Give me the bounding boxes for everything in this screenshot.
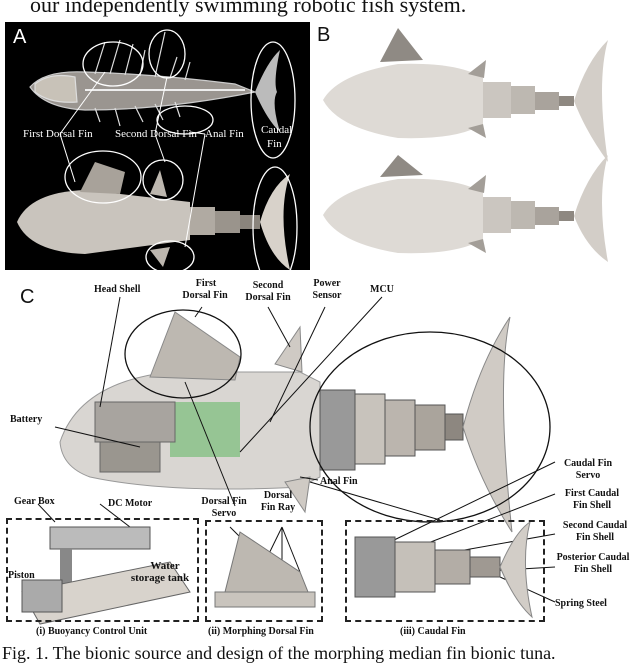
tuna-cutaway: [59, 311, 513, 533]
subcaption-dorsal: (ii) Morphing Dorsal Fin: [208, 626, 314, 637]
label-first-dorsal-fin: First Dorsal Fin: [23, 128, 93, 140]
caudal-fin-drawing: [354, 520, 533, 619]
label-dc-motor: DC Motor: [108, 498, 153, 509]
label-dorsal-fin-servo-1: Dorsal Fin: [201, 496, 247, 507]
fish-skeleton: [29, 31, 258, 127]
label-first: First: [195, 278, 217, 289]
label-second: Second: [252, 280, 284, 291]
label-piston: Piston: [8, 570, 35, 581]
label-sensor: Sensor: [312, 290, 342, 301]
label-caudal-fin-servo-2: Servo: [575, 470, 601, 481]
label-storage-tank: storage tank: [130, 572, 190, 584]
label-posterior-caudal-1: Posterior Caudal: [556, 552, 630, 563]
subpanel-buoyancy-box: [6, 518, 199, 622]
label-mcu: MCU: [370, 284, 394, 295]
label-head-shell: Head Shell: [94, 284, 141, 295]
caudal-fin-skeleton: [255, 50, 280, 132]
panel-b-letter: B: [317, 24, 331, 46]
label-water: Water: [150, 560, 180, 572]
label-dorsal-fin-ray-1: Dorsal: [263, 490, 293, 501]
panel-c-letter: C: [20, 286, 35, 308]
subcaption-caudal: (iii) Caudal Fin: [400, 626, 466, 637]
fish-model: [17, 162, 290, 270]
label-second-caudal-1: Second Caudal: [562, 520, 628, 531]
label-anal-fin: Anal Fin: [205, 128, 244, 140]
panel-a-illustration: [17, 29, 298, 270]
label-second-dorsal-fin: Dorsal Fin: [245, 292, 291, 303]
panel-c-illustration: [21, 296, 556, 625]
label-spring-steel: Spring Steel: [555, 598, 607, 609]
label-second-dorsal-fin: Second Dorsal Fin: [115, 128, 197, 140]
fish-render-top: [323, 28, 608, 162]
label-anal-fin: Anal Fin: [320, 476, 358, 487]
subpanel-caudal-box: [345, 520, 545, 622]
buoyancy-unit-drawing: [21, 526, 191, 625]
label-battery: Battery: [10, 414, 43, 425]
label-first-caudal-2: Fin Shell: [572, 500, 612, 511]
label-caudal: Caudal: [261, 124, 293, 136]
label-second-caudal-2: Fin Shell: [575, 532, 615, 543]
panel-a: A: [5, 22, 310, 270]
fish-render-bottom: [323, 155, 608, 262]
label-dorsal-fin-ray-2: Fin Ray: [260, 502, 296, 513]
label-gear-box: Gear Box: [14, 496, 55, 507]
label-first-dorsal-fin: Dorsal Fin: [182, 290, 228, 301]
figure-caption: Fig. 1. The bionic source and design of …: [2, 643, 556, 663]
label-first-caudal-1: First Caudal: [564, 488, 620, 499]
panel-a-letter: A: [13, 26, 27, 48]
label-caudal-fin: Fin: [267, 138, 282, 150]
morphing-dorsal-drawing: [214, 531, 316, 608]
top-caption-text: our independently swimming robotic fish …: [30, 0, 467, 17]
label-caudal-fin-servo-1: Caudal Fin: [563, 458, 613, 469]
label-dorsal-fin-servo-2: Servo: [211, 508, 237, 519]
subcaption-buoyancy: (i) Buoyancy Control Unit: [36, 626, 148, 637]
panel-b-illustration: [323, 28, 608, 262]
label-power: Power: [313, 278, 341, 289]
subpanel-dorsal-box: [205, 520, 323, 622]
label-posterior-caudal-2: Fin Shell: [573, 564, 613, 575]
